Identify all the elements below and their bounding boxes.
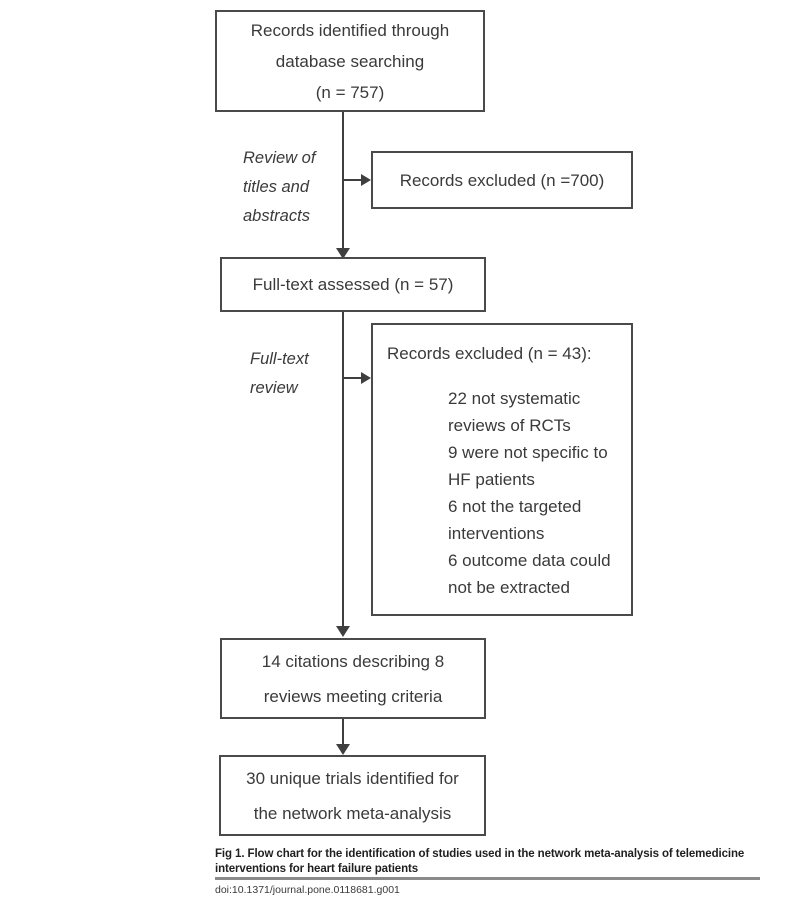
connector-line-horizontal (342, 377, 363, 379)
stage-label-line: titles and (243, 178, 310, 196)
exclusion-reason-list: 22 not systematic reviews of RCTs 9 were… (448, 385, 620, 601)
flow-box-text-line: Records identified through (250, 20, 450, 40)
flow-box-text-line: 30 unique trials identified for (246, 768, 459, 788)
stage-label-line: Review of (243, 149, 316, 167)
connector-line-vertical (342, 312, 344, 627)
stage-label-fulltext-review: Full-text review (250, 345, 309, 403)
figure-caption-line: Fig 1. Flow chart for the identification… (215, 848, 745, 860)
figure-caption-line: interventions for heart failure patients (215, 863, 419, 875)
flow-box-records-excluded-fulltext: Records excluded (n = 43): 22 not system… (371, 323, 633, 616)
flow-box-citations-meeting-criteria: 14 citations describing 8 reviews meetin… (220, 638, 486, 719)
caption-divider-rule (215, 877, 760, 880)
flow-box-text-line: the network meta-analysis (253, 803, 452, 823)
connector-line-vertical (342, 719, 344, 745)
flow-box-unique-trials: 30 unique trials identified for the netw… (219, 755, 486, 836)
flow-box-text-line: database searching (275, 51, 425, 71)
figure-doi: doi:10.1371/journal.pone.0118681.g001 (215, 884, 400, 896)
flow-box-fulltext-assessed: Full-text assessed (n = 57) (220, 257, 486, 312)
exclusion-reason-item: 22 not systematic reviews of RCTs (448, 389, 581, 435)
exclusion-reason-item: 9 were not specific to HF patients (448, 443, 608, 489)
arrow-right-icon (361, 372, 371, 384)
stage-label-line: abstracts (243, 207, 310, 225)
connector-line-horizontal (342, 179, 363, 181)
stage-label-line: Full-text (250, 350, 309, 368)
exclusion-header: Records excluded (n = 43): (387, 344, 592, 363)
flow-box-records-excluded-titles: Records excluded (n =700) (371, 151, 633, 209)
exclusion-reason-item: 6 not the targeted interventions (448, 497, 582, 543)
figure-caption: Fig 1. Flow chart for the identification… (215, 847, 763, 877)
flow-box-text-line: reviews meeting criteria (263, 686, 443, 706)
arrow-down-icon (336, 626, 350, 637)
arrow-down-icon (336, 248, 350, 259)
arrow-right-icon (361, 174, 371, 186)
exclusion-reason-item: 6 outcome data could not be extracted (448, 551, 611, 597)
flow-box-text-line: (n = 757) (315, 82, 385, 102)
stage-label-title-abstract-review: Review of titles and abstracts (243, 144, 315, 231)
flow-box-text-line: Records excluded (n =700) (399, 170, 605, 190)
flow-box-records-identified: Records identified through database sear… (215, 10, 485, 112)
flow-box-text-line: 14 citations describing 8 (261, 651, 445, 671)
arrow-down-icon (336, 744, 350, 755)
flow-box-text-line: Full-text assessed (n = 57) (252, 275, 454, 294)
stage-label-line: review (250, 379, 298, 397)
